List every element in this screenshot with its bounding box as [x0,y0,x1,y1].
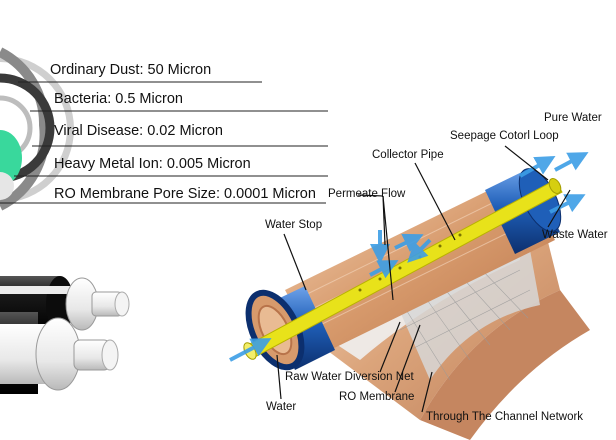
label-channel-network: Through The Channel Network [426,411,583,423]
label-collector-pipe: Collector Pipe [372,149,444,161]
label-ro-membrane: RO Membrane [339,391,414,403]
pore-label-ordinary-dust: Ordinary Dust: 50 Micron [50,62,211,78]
label-seepage-control-loop: Seepage Cotorl Loop [450,130,559,142]
label-waste-water: Waste Water [542,229,608,241]
pore-label-viral-disease: Viral Disease: 0.02 Micron [54,123,223,139]
label-water-stop: Water Stop [265,219,322,231]
label-raw-water-diversion-net: Raw Water Diversion Net [285,371,414,383]
label-permeate-flow: Permeate Flow [328,188,405,200]
pore-label-heavy-metal-ion: Heavy Metal Ion: 0.005 Micron [54,156,251,172]
label-water: Water [266,401,296,413]
label-pure-water: Pure Water [544,112,602,124]
ro-cartridge-front [0,312,118,394]
pore-label-bacteria: Bacteria: 0.5 Micron [54,91,183,107]
pore-label-ro-membrane: RO Membrane Pore Size: 0.0001 Micron [54,186,316,202]
